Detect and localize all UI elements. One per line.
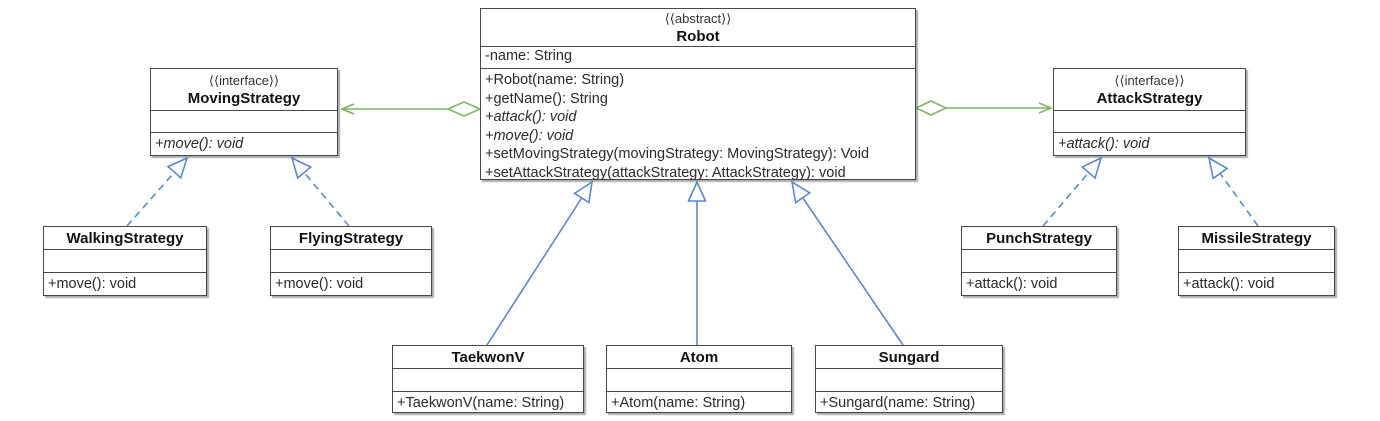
robot-stereotype: ⟨⟨abstract⟩⟩ bbox=[664, 10, 732, 26]
flyingstrategy-header: FlyingStrategy bbox=[271, 227, 431, 250]
attackstrategy-class-name: AttackStrategy bbox=[1096, 89, 1203, 107]
class-robot: ⟨⟨abstract⟩⟩ Robot -name: String +Robot(… bbox=[480, 8, 916, 182]
atom-header: Atom bbox=[607, 346, 791, 369]
realization-punchstrategy-attackstrategy bbox=[1042, 156, 1103, 227]
taekwonv-method: +TaekwonV(name: String) bbox=[397, 395, 565, 411]
robot-method-abstract: +move(): void bbox=[485, 127, 574, 144]
robot-class-name: Robot bbox=[676, 27, 720, 45]
movingstrategy-class-name: MovingStrategy bbox=[187, 89, 301, 107]
class-atom: Atom +Atom(name: String) bbox=[606, 345, 792, 413]
movingstrategy-method-abstract: +move(): void bbox=[155, 136, 244, 152]
walkingstrategy-method: +move(): void bbox=[48, 276, 137, 292]
aggregation-diamond-icon bbox=[446, 101, 482, 117]
class-flyingstrategy: FlyingStrategy +move(): void bbox=[270, 226, 432, 296]
attackstrategy-header: ⟨⟨interface⟩⟩ AttackStrategy bbox=[1054, 69, 1245, 111]
class-walkingstrategy: WalkingStrategy +move(): void bbox=[43, 226, 207, 296]
flyingstrategy-class-name: FlyingStrategy bbox=[298, 229, 404, 247]
movingstrategy-stereotype: ⟨⟨interface⟩⟩ bbox=[208, 72, 280, 88]
atom-attributes-empty bbox=[607, 369, 791, 392]
generalization-sungard-robot bbox=[790, 180, 904, 346]
punchstrategy-class-name: PunchStrategy bbox=[986, 229, 1092, 247]
class-robot-header: ⟨⟨abstract⟩⟩ Robot bbox=[481, 9, 915, 47]
taekwonv-class-name: TaekwonV bbox=[451, 348, 525, 366]
robot-method: +Robot(name: String) bbox=[485, 72, 625, 88]
sungard-class-name: Sungard bbox=[878, 348, 940, 366]
attackstrategy-attributes-empty bbox=[1054, 111, 1245, 133]
robot-method: +setMovingStrategy(movingStrategy: Movin… bbox=[485, 146, 870, 162]
sungard-attributes-empty bbox=[816, 369, 1002, 392]
sungard-method: +Sungard(name: String) bbox=[820, 395, 976, 411]
punchstrategy-header: PunchStrategy bbox=[962, 227, 1116, 250]
walkingstrategy-attributes-empty bbox=[44, 250, 206, 273]
walkingstrategy-methods: +move(): void bbox=[44, 273, 206, 295]
taekwonv-attributes-empty bbox=[393, 369, 583, 392]
taekwonv-methods: +TaekwonV(name: String) bbox=[393, 392, 583, 413]
realization-flyingstrategy-movingstrategy bbox=[290, 156, 350, 227]
sungard-header: Sungard bbox=[816, 346, 1002, 369]
flyingstrategy-attributes-empty bbox=[271, 250, 431, 273]
walkingstrategy-class-name: WalkingStrategy bbox=[66, 229, 184, 247]
class-missilestrategy: MissileStrategy +attack(): void bbox=[1178, 226, 1335, 296]
flyingstrategy-method: +move(): void bbox=[275, 276, 364, 292]
missilestrategy-class-name: MissileStrategy bbox=[1201, 229, 1312, 247]
punchstrategy-methods: +attack(): void bbox=[962, 273, 1116, 295]
realization-walkingstrategy-movingstrategy bbox=[126, 156, 189, 227]
class-punchstrategy: PunchStrategy +attack(): void bbox=[961, 226, 1117, 296]
interface-movingstrategy: ⟨⟨interface⟩⟩ MovingStrategy +move(): vo… bbox=[150, 68, 338, 156]
aggregation-robot-attackstrategy bbox=[914, 100, 1051, 116]
movingstrategy-attributes-empty bbox=[151, 111, 337, 133]
robot-method: +setAttackStrategy(attackStrategy: Attac… bbox=[485, 164, 846, 181]
generalization-taekwonv-robot bbox=[486, 180, 594, 346]
atom-class-name: Atom bbox=[679, 348, 719, 366]
interface-attackstrategy: ⟨⟨interface⟩⟩ AttackStrategy +attack(): … bbox=[1053, 68, 1246, 156]
sungard-methods: +Sungard(name: String) bbox=[816, 392, 1002, 413]
punchstrategy-method: +attack(): void bbox=[966, 276, 1058, 292]
aggregation-robot-movingstrategy bbox=[342, 101, 482, 117]
missilestrategy-method: +attack(): void bbox=[1183, 276, 1275, 292]
missilestrategy-methods: +attack(): void bbox=[1179, 273, 1334, 295]
robot-attribute: -name: String bbox=[485, 48, 573, 64]
attackstrategy-methods: +attack(): void bbox=[1054, 133, 1245, 155]
class-taekwonv: TaekwonV +TaekwonV(name: String) bbox=[392, 345, 584, 413]
robot-method-abstract: +attack(): void bbox=[485, 109, 577, 125]
attackstrategy-method-abstract: +attack(): void bbox=[1058, 136, 1150, 152]
robot-method: +getName(): String bbox=[485, 90, 608, 107]
atom-method: +Atom(name: String) bbox=[611, 395, 746, 411]
punchstrategy-attributes-empty bbox=[962, 250, 1116, 273]
class-sungard: Sungard +Sungard(name: String) bbox=[815, 345, 1003, 413]
taekwonv-header: TaekwonV bbox=[393, 346, 583, 369]
missilestrategy-header: MissileStrategy bbox=[1179, 227, 1334, 250]
robot-attributes: -name: String bbox=[481, 47, 915, 69]
attackstrategy-stereotype: ⟨⟨interface⟩⟩ bbox=[1114, 72, 1185, 88]
atom-methods: +Atom(name: String) bbox=[607, 392, 791, 413]
robot-methods: +Robot(name: String) +getName(): String … bbox=[481, 69, 915, 182]
movingstrategy-methods: +move(): void bbox=[151, 133, 337, 155]
missilestrategy-attributes-empty bbox=[1179, 250, 1334, 273]
walkingstrategy-header: WalkingStrategy bbox=[44, 227, 206, 250]
movingstrategy-header: ⟨⟨interface⟩⟩ MovingStrategy bbox=[151, 69, 337, 111]
flyingstrategy-methods: +move(): void bbox=[271, 273, 431, 295]
realization-missilestrategy-attackstrategy bbox=[1207, 156, 1259, 227]
aggregation-diamond-icon bbox=[914, 100, 948, 116]
